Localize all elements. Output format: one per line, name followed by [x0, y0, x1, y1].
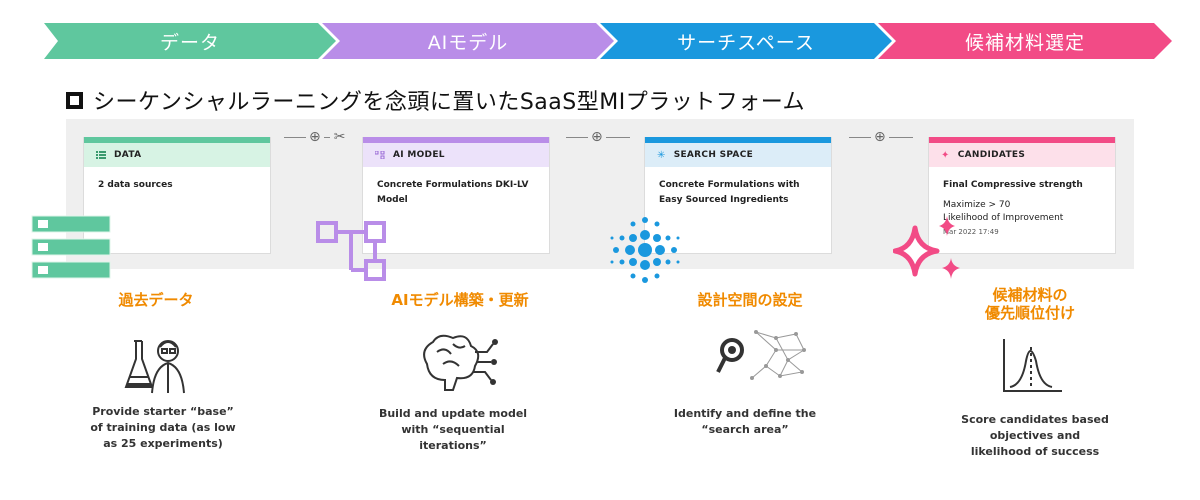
- scissors-icon[interactable]: ✂: [333, 129, 346, 145]
- workflow-panel: DATA 2 data sources ⊕ ✂ AI MODEL Concret…: [66, 119, 1134, 269]
- headline-text: シーケンシャルラーニングを念頭に置いたSaaS型MIプラットフォーム: [93, 90, 806, 115]
- list-icon: [96, 151, 106, 159]
- database-stack-icon: [31, 215, 111, 279]
- card-date: Mar 2022 17:49: [943, 228, 999, 236]
- card-body: Final Compressive strength: [943, 180, 1083, 190]
- process-chevron-bar: データ AIモデル サーチスペース 候補材料選定: [44, 23, 1174, 59]
- magnifier-network-icon: [716, 330, 806, 380]
- step-title-past-data: 過去データ: [118, 291, 194, 309]
- card-objective: Maximize > 70: [943, 200, 1011, 210]
- distribution-curve-icon: [1003, 339, 1062, 392]
- card-body: 2 data sources: [98, 180, 173, 190]
- chevron-label: 候補材料選定: [964, 31, 1085, 54]
- card-accent-bar: [363, 137, 549, 143]
- square-bullet-icon: [66, 91, 83, 109]
- plus-circle-icon[interactable]: ⊕: [309, 129, 321, 145]
- ai-network-icon: [316, 221, 386, 281]
- sparkle-icon: ✦: [941, 149, 950, 161]
- step-desc-prioritize: Score candidates based objectives and li…: [961, 413, 1109, 458]
- chevron-step-candidates: 候補材料選定: [878, 23, 1172, 59]
- card-title: DATA: [114, 150, 142, 160]
- chevron-step-data: データ: [44, 23, 336, 59]
- step-desc-design-space: Identify and define the “search area”: [673, 407, 817, 436]
- chevron-label: AIモデル: [427, 31, 509, 54]
- card-accent-bar: [84, 137, 270, 143]
- card-acquisition: Likelihood of Improvement: [943, 213, 1064, 223]
- card-title: AI MODEL: [393, 150, 445, 160]
- sparkle-icon: ✳: [657, 149, 666, 161]
- connector-add-1: ⊕ ✂: [284, 129, 345, 145]
- step-desc-ai-model: Build and update model with “sequential …: [378, 407, 528, 452]
- card-ai-model[interactable]: AI MODEL Concrete Formulations DKI-LV Mo…: [362, 137, 550, 254]
- sparkles-icon: [893, 216, 960, 279]
- step-title-ai-model: AIモデル構築・更新: [391, 291, 529, 309]
- card-title: SEARCH SPACE: [673, 150, 754, 160]
- card-search-space[interactable]: ✳ SEARCH SPACE Concrete Formulations wit…: [644, 137, 832, 254]
- headline: シーケンシャルラーニングを念頭に置いたSaaS型MIプラットフォーム: [66, 84, 805, 116]
- card-title: CANDIDATES: [957, 150, 1026, 160]
- connector-add-3: ⊕: [849, 129, 913, 145]
- step-title-design-space: 設計空間の設定: [697, 291, 803, 309]
- scientist-flask-icon: [124, 340, 185, 394]
- card-header: DATA: [84, 143, 270, 167]
- chevron-label: データ: [159, 31, 220, 54]
- chevron-step-search-space: サーチスペース: [600, 23, 892, 59]
- dot-cluster-icon: [610, 217, 680, 283]
- step-title-prioritize: 候補材料の 優先順位付け: [984, 286, 1075, 322]
- card-accent-bar: [929, 137, 1115, 143]
- card-body: Concrete Formulations with Easy Sourced …: [659, 180, 800, 205]
- chevron-label: サーチスペース: [677, 31, 815, 54]
- card-data[interactable]: DATA 2 data sources: [83, 137, 271, 254]
- chevron-step-ai-model: AIモデル: [322, 23, 614, 59]
- connector-add-2: ⊕: [566, 129, 630, 145]
- step-desc-past-data: Provide starter “base” of training data …: [90, 405, 236, 450]
- card-header: ✦ CANDIDATES: [929, 143, 1115, 167]
- card-header: ✳ SEARCH SPACE: [645, 143, 831, 167]
- brain-circuit-icon: [423, 334, 498, 391]
- card-accent-bar: [645, 137, 831, 143]
- network-icon: [375, 151, 385, 159]
- card-candidates[interactable]: ✦ CANDIDATES Final Compressive strength …: [928, 137, 1116, 254]
- plus-circle-icon[interactable]: ⊕: [874, 129, 886, 145]
- card-header: AI MODEL: [363, 143, 549, 167]
- card-body: Concrete Formulations DKI-LV Model: [377, 180, 529, 205]
- plus-circle-icon[interactable]: ⊕: [591, 129, 603, 145]
